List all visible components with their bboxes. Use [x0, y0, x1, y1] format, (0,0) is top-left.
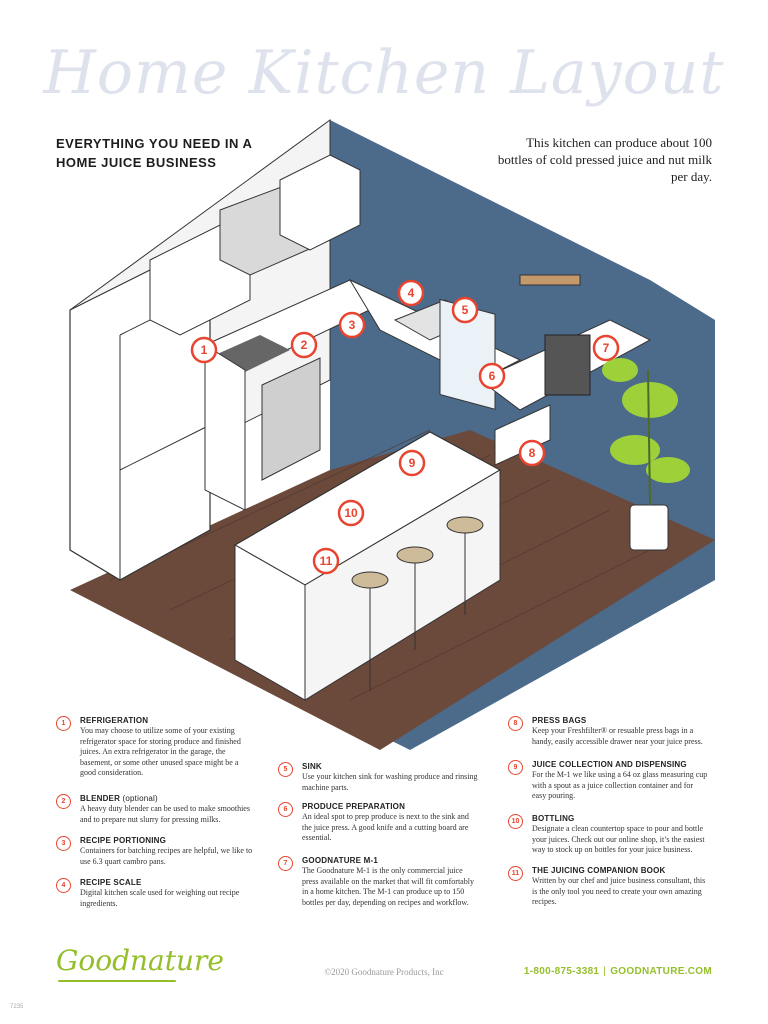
goodnature-logo[interactable]: Goodnature: [56, 944, 224, 977]
marker-label-3: 3: [349, 318, 356, 332]
item-desc: Written by our chef and juice business c…: [532, 876, 706, 906]
item-title: THE JUICING COMPANION BOOK: [532, 866, 666, 875]
item-title: REFRIGERATION: [80, 716, 149, 725]
list-item: 11 THE JUICING COMPANION BOOK Written by…: [508, 866, 708, 908]
plant-leaf: [622, 382, 678, 418]
item-title: PRODUCE PREPARATION: [302, 802, 406, 811]
item-title: BLENDER (optional): [80, 794, 158, 803]
list-item: 2 BLENDER (optional) A heavy duty blende…: [56, 794, 256, 825]
juice-press: [544, 334, 591, 396]
page-title: Home Kitchen Layout: [43, 38, 725, 108]
marker-label-2: 2: [301, 338, 308, 352]
list-item: 4 RECIPE SCALE Digital kitchen scale use…: [56, 878, 256, 909]
marker-circle-3: [338, 311, 366, 339]
marker-label-6: 6: [489, 369, 496, 383]
item-desc: Digital kitchen scale used for weighing …: [80, 888, 240, 908]
stools: [351, 516, 484, 690]
list-item: 9 JUICE COLLECTION AND DISPENSING For th…: [508, 760, 708, 802]
item-title: JUICE COLLECTION AND DISPENSING: [532, 760, 687, 769]
marker-circle-7: [592, 334, 620, 362]
list-item: 7 GOODNATURE M-1 The Goodnature M-1 is t…: [278, 856, 478, 908]
number-badge: 11: [508, 866, 523, 881]
item-desc: Keep your Freshfilter® or resuable press…: [532, 726, 703, 746]
item-title: PRESS BAGS: [532, 716, 587, 725]
marker-circle-9: [398, 449, 426, 477]
item-title: GOODNATURE M-1: [302, 856, 378, 865]
kitchen-illustration: 1 2 3 4 5 6 7 8 9 10 11: [69, 119, 715, 750]
marker-label-11: 11: [320, 554, 333, 568]
number-badge: 10: [508, 814, 523, 829]
logo-swoosh: [58, 980, 176, 982]
item-desc: You may choose to utilize some of your e…: [80, 726, 241, 777]
marker-label-5: 5: [462, 303, 469, 317]
item-title: SINK: [302, 762, 322, 771]
lower-cabinets: [204, 344, 246, 511]
contact-info: 1-800-875-3381|GOODNATURE.COM: [523, 966, 712, 977]
upper-cabinets-right: [279, 154, 361, 251]
number-badge: 9: [508, 760, 523, 775]
list-item: 6 PRODUCE PREPARATION An ideal spot to p…: [278, 802, 478, 844]
website-link[interactable]: GOODNATURE.COM: [610, 966, 712, 977]
document-code: 7235: [10, 1004, 24, 1010]
marker-label-1: 1: [201, 343, 208, 357]
number-badge: 5: [278, 762, 293, 777]
marker-circle-2: [290, 331, 318, 359]
marker-label-4: 4: [408, 286, 415, 300]
number-badge: 1: [56, 716, 71, 731]
number-badge: 6: [278, 802, 293, 817]
marker-label-8: 8: [529, 446, 536, 460]
marker-label-10: 10: [344, 506, 358, 520]
subheading: EVERYTHING YOU NEED IN A HOME JUICE BUSI…: [56, 136, 252, 170]
drawer: [494, 404, 551, 466]
marker-circle-1: [190, 336, 218, 364]
item-desc: Use your kitchen sink for washing produc…: [302, 772, 478, 792]
marker-circle-5: [451, 296, 479, 324]
item-desc: For the M-1 we like using a 64 oz glass …: [532, 770, 708, 800]
item-title: RECIPE SCALE: [80, 878, 142, 887]
marker-circle-4: [397, 279, 425, 307]
marker-circle-10: [337, 499, 365, 527]
phone-link[interactable]: 1-800-875-3381: [523, 966, 600, 977]
marker-circle-11: [312, 547, 340, 575]
list-item: 5 SINK Use your kitchen sink for washing…: [278, 762, 478, 793]
marker-circle-8: [518, 439, 546, 467]
marker-label-7: 7: [603, 341, 610, 355]
item-desc: Designate a clean countertop space to po…: [532, 824, 705, 854]
list-item: 1 REFRIGERATION You may choose to utiliz…: [56, 716, 256, 779]
marker-label-9: 9: [409, 456, 416, 470]
item-desc: A heavy duty blender can be used to make…: [80, 804, 250, 824]
number-badge: 8: [508, 716, 523, 731]
list-item: 8 PRESS BAGS Keep your Freshfilter® or r…: [508, 716, 708, 747]
intro-text: This kitchen can produce about 100 bottl…: [497, 135, 712, 184]
oven: [261, 357, 321, 481]
number-badge: 4: [56, 878, 71, 893]
list-item: 10 BOTTLING Designate a clean countertop…: [508, 814, 708, 856]
item-title: RECIPE PORTIONING: [80, 836, 167, 845]
item-desc: The Goodnature M-1 is the only commercia…: [302, 866, 474, 907]
item-desc: An ideal spot to prep produce is next to…: [302, 812, 469, 842]
number-badge: 7: [278, 856, 293, 871]
plant-pot: [629, 504, 669, 551]
number-badge: 2: [56, 794, 71, 809]
marker-circle-6: [478, 362, 506, 390]
shelf: [519, 274, 581, 286]
item-title: BOTTLING: [532, 814, 575, 823]
list-item: 3 RECIPE PORTIONING Containers for batch…: [56, 836, 256, 867]
item-desc: Containers for batching recipes are help…: [80, 846, 253, 866]
copyright: ©2020 Goodnature Products, Inc: [324, 967, 444, 977]
number-badge: 3: [56, 836, 71, 851]
